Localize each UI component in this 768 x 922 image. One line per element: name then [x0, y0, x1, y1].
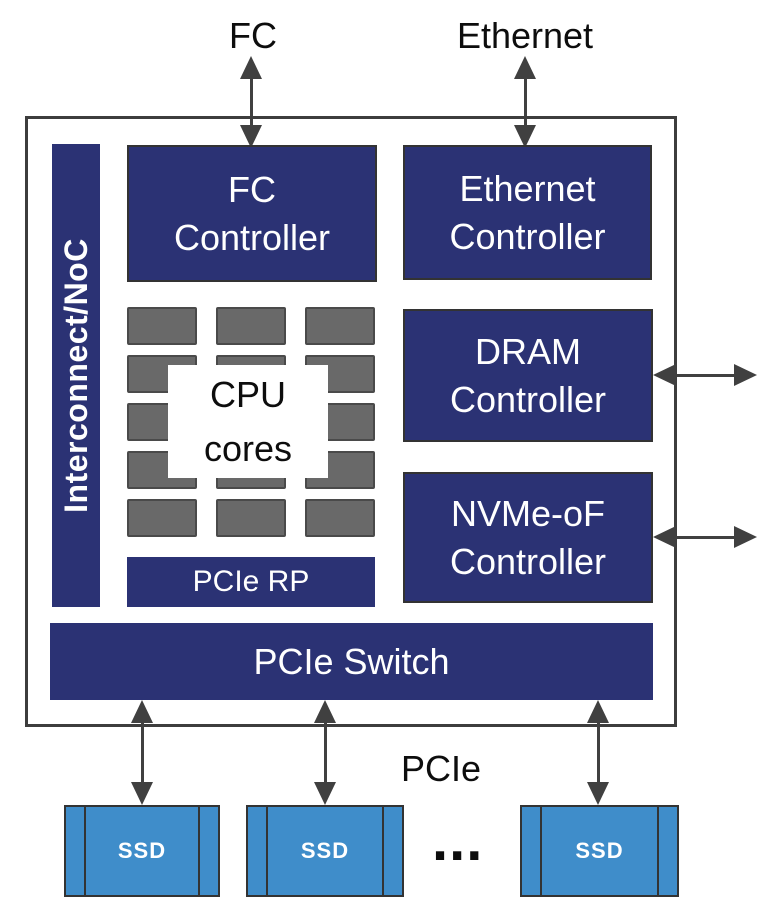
- ssd2-pcie-arrow-icon: [314, 700, 336, 805]
- ssd3-pcie-arrow-icon: [587, 700, 609, 805]
- arrow-shaft: [523, 72, 527, 132]
- pcie-rp-block: PCIe RP: [127, 557, 375, 607]
- ssd-box: SSD: [246, 805, 404, 897]
- fc-port-arrow-icon: [240, 56, 262, 148]
- dram-external-arrow-icon: [653, 364, 757, 386]
- ethernet-port-arrow-icon: [514, 56, 536, 148]
- ssd-label: SSD: [575, 838, 624, 863]
- ssd1-pcie-arrow-icon: [131, 700, 153, 805]
- fc-port-label: FC: [229, 15, 277, 56]
- ssd-side-rail: [540, 806, 542, 896]
- arrow-shaft: [596, 716, 600, 789]
- ethernet-port-label: Ethernet: [456, 15, 594, 56]
- arrowhead-right-icon: [734, 364, 757, 386]
- arrowhead-up-icon: [240, 56, 262, 79]
- arrowhead-down-icon: [240, 125, 262, 148]
- nvme-of-controller-block: NVMe-oF Controller: [403, 472, 653, 603]
- fc-controller-label: FC Controller: [173, 168, 331, 258]
- ssd-side-rail: [84, 806, 86, 896]
- cpu-core-cell: [216, 307, 286, 345]
- arrowhead-down-icon: [314, 782, 336, 805]
- ethernet-controller-label: Ethernet Controller: [449, 167, 606, 257]
- arrow-shaft: [140, 716, 144, 789]
- pcie-bus-label: PCIe: [400, 748, 482, 789]
- pcie-rp-label: PCIe RP: [192, 565, 310, 598]
- interconnect-noc-label: Interconnect/NoC: [57, 238, 94, 513]
- cpu-core-cell: [127, 307, 197, 345]
- cpu-core-cell: [305, 499, 375, 537]
- pcie-switch-label: PCIe Switch: [253, 640, 450, 682]
- arrowhead-up-icon: [131, 700, 153, 723]
- arrow-shaft: [669, 535, 741, 539]
- arrowhead-up-icon: [514, 56, 536, 79]
- arrowhead-down-icon: [514, 125, 536, 148]
- dram-controller-block: DRAM Controller: [403, 309, 653, 442]
- ssd-side-rail: [657, 806, 659, 896]
- chip-boundary: [25, 116, 677, 727]
- arrow-shaft: [249, 72, 253, 132]
- fc-controller-block: FC Controller: [127, 145, 377, 282]
- cpu-core-cell: [216, 499, 286, 537]
- arrow-shaft: [323, 716, 327, 789]
- interconnect-noc-bar: Interconnect/NoC: [52, 144, 100, 607]
- ssd-box: SSD: [520, 805, 679, 897]
- ssd-label: SSD: [300, 838, 350, 863]
- arrowhead-down-icon: [587, 782, 609, 805]
- arrowhead-left-icon: [653, 364, 676, 386]
- ssd-ellipsis: ...: [432, 808, 484, 873]
- ssd-side-rail: [382, 806, 384, 896]
- arrowhead-up-icon: [314, 700, 336, 723]
- cpu-core-cell: [127, 499, 197, 537]
- cpu-cores-label: CPU cores: [203, 373, 293, 469]
- arrowhead-right-icon: [734, 526, 757, 548]
- pcie-switch-block: PCIe Switch: [50, 623, 653, 700]
- ssd-side-rail: [198, 806, 200, 896]
- cpu-cores-label-box: CPU cores: [168, 365, 328, 478]
- ssd-label: SSD: [117, 838, 167, 863]
- arrowhead-up-icon: [587, 700, 609, 723]
- ethernet-controller-block: Ethernet Controller: [403, 145, 652, 280]
- cpu-core-cell: [305, 307, 375, 345]
- ssd-side-rail: [266, 806, 268, 896]
- nvme-of-controller-label: NVMe-oF Controller: [449, 492, 607, 582]
- arrowhead-left-icon: [653, 526, 676, 548]
- ssd-box: SSD: [64, 805, 220, 897]
- arrowhead-down-icon: [131, 782, 153, 805]
- nvme-external-arrow-icon: [653, 526, 757, 548]
- dram-controller-label: DRAM Controller: [449, 330, 607, 420]
- arrow-shaft: [669, 373, 741, 377]
